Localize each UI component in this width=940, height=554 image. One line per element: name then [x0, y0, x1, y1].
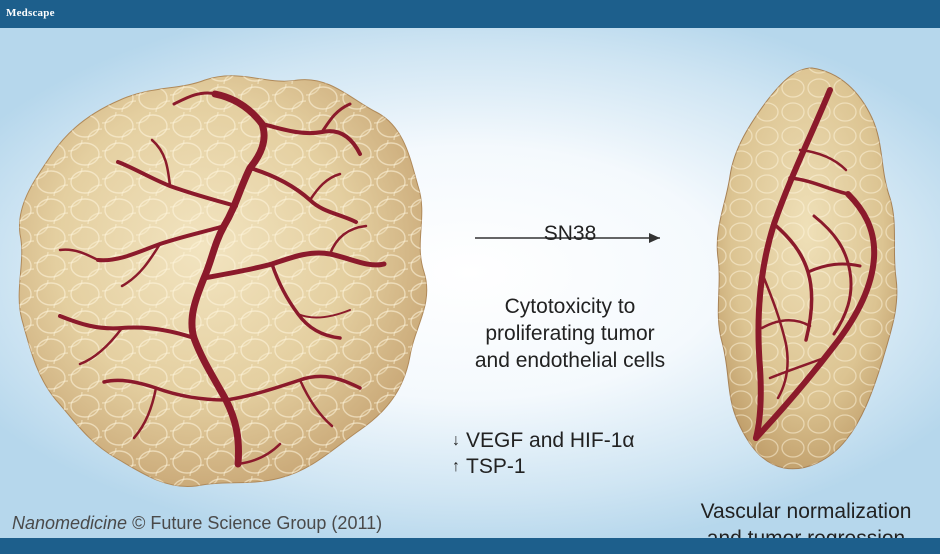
arrow-down-icon: ↓	[452, 428, 466, 454]
marker-up-row: ↑ TSP-1	[452, 454, 635, 480]
credit-rest: © Future Science Group (2011)	[127, 513, 382, 533]
marker-down-row: ↓ VEGF and HIF-1α	[452, 428, 635, 454]
footer-bar	[0, 538, 940, 554]
effect-line-3: and endothelial cells	[430, 347, 710, 374]
marker-up-label: TSP-1	[466, 454, 526, 480]
figure-canvas: SN38 Cytotoxicity to proliferating tumor…	[0, 28, 940, 538]
marker-down-label: VEGF and HIF-1α	[466, 428, 635, 454]
result-line-1: Vascular normalization	[676, 498, 936, 525]
effect-line-2: proliferating tumor	[430, 320, 710, 347]
effect-description: Cytotoxicity to proliferating tumor and …	[430, 293, 710, 374]
marker-list: ↓ VEGF and HIF-1α ↑ TSP-1	[452, 428, 635, 480]
credit-journal: Nanomedicine	[12, 513, 127, 533]
header-bar: Medscape	[0, 0, 940, 28]
treatment-label: SN38	[475, 222, 665, 246]
figure-credit: Nanomedicine © Future Science Group (201…	[12, 513, 382, 534]
brand-label: Medscape	[6, 7, 55, 19]
tumor-before	[19, 76, 427, 487]
arrow-up-icon: ↑	[452, 454, 466, 480]
tumor-after	[717, 68, 897, 469]
effect-line-1: Cytotoxicity to	[430, 293, 710, 320]
